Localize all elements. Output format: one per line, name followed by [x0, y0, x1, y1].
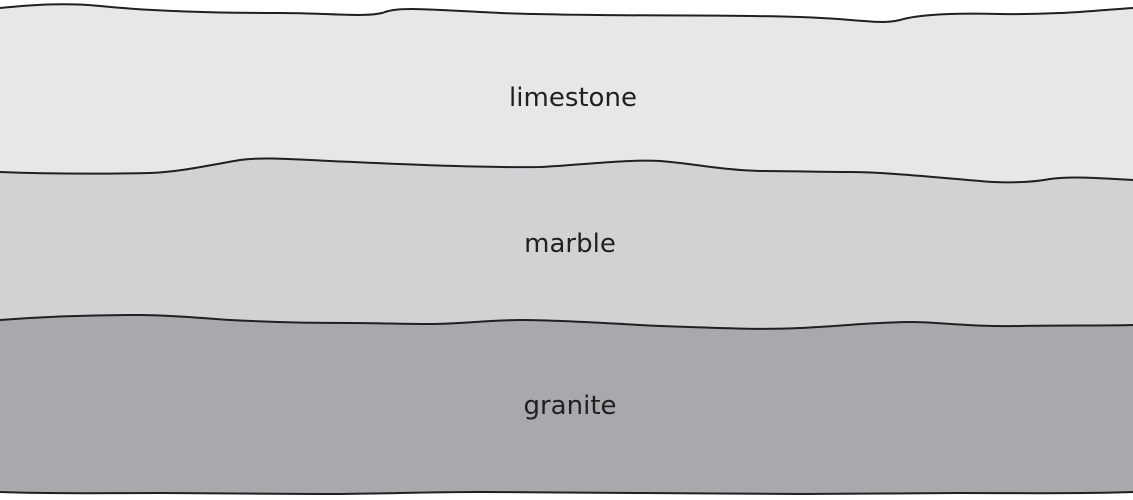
bottom-surface-line: [0, 491, 1133, 495]
marble-label: marble: [524, 229, 616, 259]
limestone-label: limestone: [509, 83, 637, 113]
marble-granite-boundary: [0, 314, 1133, 330]
limestone-layer: [0, 4, 1133, 183]
granite-layer: [0, 315, 1133, 494]
top-surface-line: [0, 3, 1133, 23]
limestone-marble-boundary: [0, 157, 1133, 184]
marble-layer: [0, 158, 1133, 329]
granite-label: granite: [523, 391, 616, 421]
